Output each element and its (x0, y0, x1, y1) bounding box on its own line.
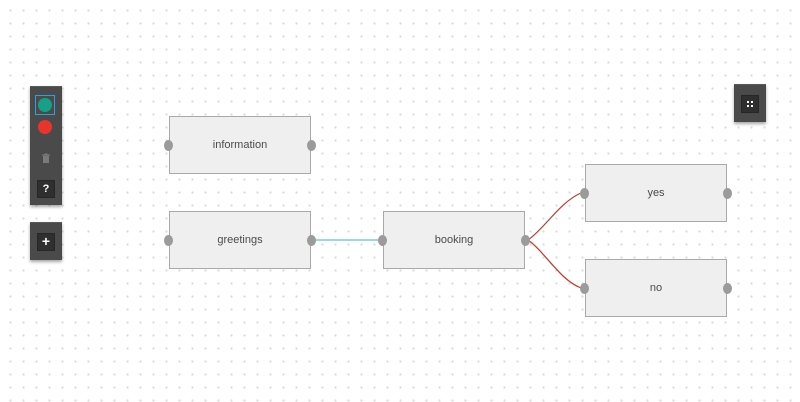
node-label: information (212, 139, 268, 151)
color-red-button[interactable] (38, 120, 52, 134)
node-toolbar: ? (30, 86, 62, 205)
color-teal-button[interactable] (38, 98, 52, 112)
auto-layout-button[interactable] (741, 95, 759, 113)
delete-button[interactable] (37, 149, 55, 167)
grid-layout-icon (747, 101, 753, 107)
output-port[interactable] (723, 188, 732, 199)
connection-booking-yes[interactable] (527, 192, 582, 241)
node-booking[interactable]: booking (378, 211, 530, 269)
input-port[interactable] (580, 188, 589, 199)
input-port[interactable] (164, 235, 173, 246)
output-port[interactable] (723, 283, 732, 294)
input-port[interactable] (164, 140, 173, 151)
node-no[interactable]: no (580, 259, 732, 317)
input-port[interactable] (580, 283, 589, 294)
node-label: no (649, 282, 663, 294)
help-button[interactable]: ? (37, 180, 55, 198)
trash-icon (42, 153, 50, 163)
output-port[interactable] (307, 140, 316, 151)
node-information[interactable]: information (164, 116, 316, 174)
connection-booking-no[interactable] (527, 239, 582, 289)
node-yes[interactable]: yes (580, 164, 732, 222)
color-teal-selected-frame (35, 95, 55, 115)
layout-toolbar (734, 84, 766, 122)
node-label: yes (647, 187, 665, 199)
output-port[interactable] (521, 235, 530, 246)
node-label: booking (434, 234, 474, 246)
node-label: greetings (217, 234, 263, 246)
node-greetings[interactable]: greetings (164, 211, 316, 269)
add-node-button[interactable]: + (37, 233, 55, 251)
input-port[interactable] (378, 235, 387, 246)
output-port[interactable] (307, 235, 316, 246)
add-toolbar: + (30, 222, 62, 260)
